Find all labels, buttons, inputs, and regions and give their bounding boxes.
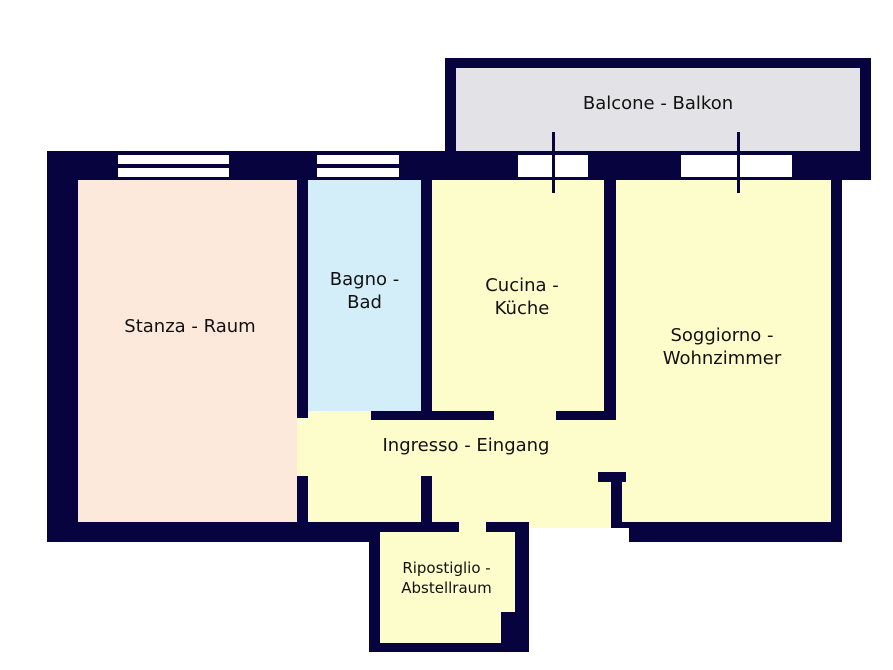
door-ripostiglio <box>459 522 486 532</box>
room-cucina <box>432 180 604 411</box>
window-stanza-1 <box>118 155 229 164</box>
door-soggiorno <box>604 422 616 474</box>
label-cucina: Cucina - Küche <box>485 275 559 319</box>
hall-lower-right <box>529 482 611 528</box>
window-bagno-1 <box>317 155 399 164</box>
room-stanza <box>78 180 297 522</box>
room-balcone <box>456 68 860 151</box>
label-soggiorno: Soggiorno - Wohnzimmer <box>662 325 782 369</box>
label-ripostiglio: Ripostiglio - Abstellraum <box>401 559 492 597</box>
label-balcone: Balcone - Balkon <box>582 93 734 114</box>
window-stanza-2 <box>118 168 229 177</box>
room-bagno <box>308 180 421 411</box>
window-bagno-2 <box>317 168 399 177</box>
wall-hall-bottom-left <box>297 522 459 532</box>
door-window-soggiorno <box>681 155 792 177</box>
room-ripostiglio <box>380 532 501 643</box>
mullion-soggiorno <box>737 132 740 193</box>
exterior-bg <box>529 528 629 548</box>
door-cucina <box>494 411 556 420</box>
room-soggiorno <box>616 180 831 522</box>
wall-bagno-cucina-lower <box>421 476 432 522</box>
label-ingresso: Ingresso - Eingang <box>382 435 550 456</box>
wall-soggiorno-post <box>611 472 622 528</box>
door-bagno <box>308 411 371 420</box>
label-stanza: Stanza - Raum <box>124 316 256 337</box>
door-stanza <box>297 418 308 476</box>
room-ripostiglio-upper <box>501 532 515 612</box>
label-bagno: Bagno - Bad <box>329 269 400 313</box>
mullion-cucina <box>552 132 555 193</box>
